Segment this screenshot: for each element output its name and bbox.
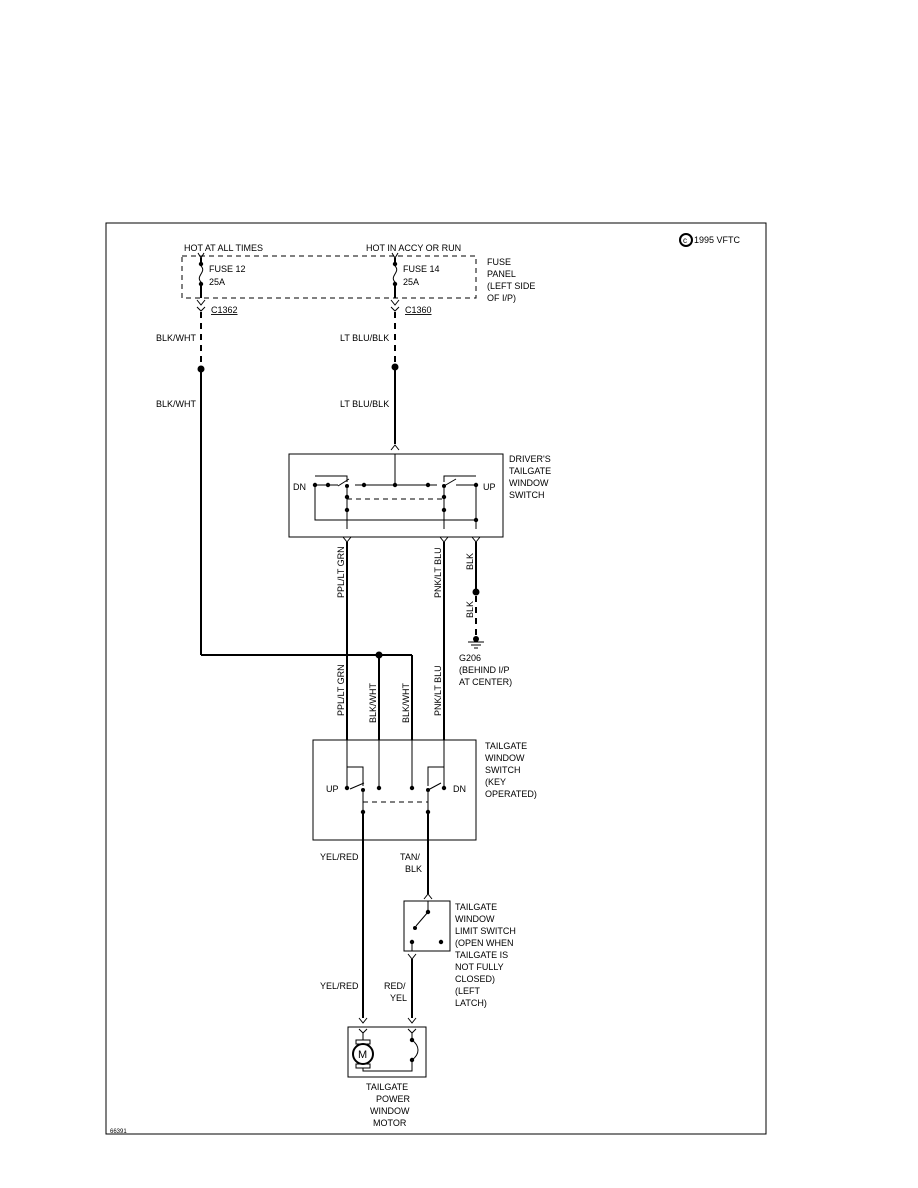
tailgate-switch-label-4: (KEY bbox=[485, 777, 506, 787]
fuse-panel-label-3: (LEFT SIDE bbox=[487, 281, 535, 291]
wire-label-red-yel-2: YEL bbox=[390, 993, 407, 1003]
copyright-mark: c 1995 VFTC bbox=[679, 233, 741, 247]
lt-blu-blk-feed-wire: LT BLU/BLK LT BLU/BLK bbox=[340, 312, 400, 451]
motor-label-1: TAILGATE bbox=[366, 1082, 408, 1092]
wire-label-blk-wht-branch-1: BLK/WHT bbox=[368, 682, 378, 723]
connector-c1360-label: C1360 bbox=[405, 305, 432, 315]
drivers-switch-label-2: TAILGATE bbox=[509, 466, 551, 476]
ground-label-2: (BEHIND I/P bbox=[459, 665, 510, 675]
fuse-14-name: FUSE 14 bbox=[403, 264, 440, 274]
tailgate-switch-label-3: SWITCH bbox=[485, 765, 521, 775]
tailgate-switch-label-5: OPERATED) bbox=[485, 789, 537, 799]
connector-c1362: C1362 bbox=[196, 299, 238, 315]
connector-c1360: C1360 bbox=[390, 299, 432, 315]
limit-switch-label-9: LATCH) bbox=[455, 998, 487, 1008]
connector-c1362-label: C1362 bbox=[211, 305, 238, 315]
wire-label-pnk-lt-blu-upper: PNK/LT BLU bbox=[433, 547, 443, 598]
fuse-12-rating: 25A bbox=[209, 277, 225, 287]
pnk-lt-blu-wire: PNK/LT BLU PNK/LT BLU bbox=[433, 542, 445, 740]
figure-id: 66391 bbox=[110, 1129, 127, 1135]
hot-at-all-times-label: HOT AT ALL TIMES bbox=[184, 243, 263, 253]
fuse-panel-label-4: OF I/P) bbox=[487, 293, 516, 303]
motor-box bbox=[347, 1026, 427, 1078]
limit-switch-label-2: WINDOW bbox=[455, 914, 495, 924]
motor-symbol: M bbox=[358, 1049, 367, 1061]
copyright-symbol-icon: c bbox=[683, 236, 687, 245]
motor-label-3: WINDOW bbox=[370, 1106, 410, 1116]
wire-label-blk-wht-branch-2: BLK/WHT bbox=[401, 682, 411, 723]
drivers-switch-connectors bbox=[342, 536, 481, 543]
drivers-switch-dn-label: DN bbox=[293, 482, 306, 492]
motor-label-2: POWER bbox=[376, 1094, 411, 1104]
wire-label-yel-red-upper: YEL/RED bbox=[320, 852, 359, 862]
tailgate-switch-dn-label: DN bbox=[453, 784, 466, 794]
drivers-switch-label-4: SWITCH bbox=[509, 490, 545, 500]
wire-label-blk-upper: BLK bbox=[465, 553, 475, 570]
fuse-panel-box bbox=[181, 255, 477, 299]
wire-label-blk-lower: BLK bbox=[465, 601, 475, 618]
fuse-panel-label-2: PANEL bbox=[487, 269, 516, 279]
wire-label-red-yel-1: RED/ bbox=[384, 981, 406, 991]
fuse-12: FUSE 12 25A bbox=[197, 252, 246, 298]
wire-label-ppl-lt-grn-lower: PPL/LT GRN bbox=[336, 664, 346, 716]
tailgate-switch-box bbox=[312, 739, 477, 841]
wire-label-tan-blk-2: BLK bbox=[405, 864, 422, 874]
limit-switch-label-7: CLOSED) bbox=[455, 974, 495, 984]
fuse-12-name: FUSE 12 bbox=[209, 264, 246, 274]
ground-label-1: G206 bbox=[459, 653, 481, 663]
limit-switch-label-8: (LEFT bbox=[455, 986, 481, 996]
motor-icon bbox=[352, 1043, 374, 1065]
limit-switch-label-3: LIMIT SWITCH bbox=[455, 926, 516, 936]
wire-label-lt-blu-blk-upper: LT BLU/BLK bbox=[340, 333, 389, 343]
copyright-text: 1995 VFTC bbox=[694, 235, 741, 245]
limit-switch-label-1: TAILGATE bbox=[455, 902, 497, 912]
wire-label-blk-wht-lower: BLK/WHT bbox=[156, 399, 197, 409]
drivers-switch-box bbox=[288, 453, 504, 538]
wire-label-tan-blk-1: TAN/ bbox=[400, 852, 420, 862]
blk-wht-branch-wires: BLK/WHT BLK/WHT bbox=[368, 655, 413, 740]
fuse-panel: HOT AT ALL TIMES HOT IN ACCY OR RUN FUSE… bbox=[181, 243, 535, 303]
wire-label-pnk-lt-blu-lower: PNK/LT BLU bbox=[433, 665, 443, 716]
blk-ground-wire: BLK BLK bbox=[465, 542, 480, 642]
red-yel-wire: RED/ YEL bbox=[384, 953, 417, 1024]
hot-in-accy-label: HOT IN ACCY OR RUN bbox=[366, 243, 461, 253]
limit-switch-box bbox=[403, 900, 451, 952]
limit-switch-label-6: NOT FULLY bbox=[455, 962, 504, 972]
ground-g206: G206 (BEHIND I/P AT CENTER) bbox=[459, 641, 512, 687]
ppl-lt-grn-wire: PPL/LT GRN PPL/LT GRN bbox=[336, 542, 348, 740]
tailgate-window-switch: TAILGATE WINDOW SWITCH (KEY OPERATED) UP… bbox=[312, 739, 537, 841]
drivers-switch-label-1: DRIVER'S bbox=[509, 454, 551, 464]
motor-label-4: MOTOR bbox=[373, 1118, 407, 1128]
drivers-switch-label-3: WINDOW bbox=[509, 478, 549, 488]
diagram-frame bbox=[105, 222, 767, 1135]
tan-blk-wire: TAN/ BLK bbox=[400, 812, 433, 900]
fuse-14: FUSE 14 25A bbox=[391, 252, 440, 298]
yel-red-wire: YEL/RED YEL/RED bbox=[320, 812, 368, 1024]
wire-label-ppl-lt-grn-upper: PPL/LT GRN bbox=[336, 546, 346, 598]
tailgate-power-window-motor: M TAILGATE POWER WINDOW MOTOR bbox=[347, 1026, 427, 1128]
blk-wht-feed-wire: BLK/WHT BLK/WHT bbox=[156, 312, 412, 659]
limit-switch-label-5: TAILGATE IS bbox=[455, 950, 508, 960]
tailgate-switch-up-label: UP bbox=[326, 784, 339, 794]
wire-label-yel-red-lower: YEL/RED bbox=[320, 981, 359, 991]
drivers-switch-up-label: UP bbox=[483, 482, 496, 492]
tailgate-switch-label-1: TAILGATE bbox=[485, 741, 527, 751]
tailgate-window-limit-switch: TAILGATE WINDOW LIMIT SWITCH (OPEN WHEN … bbox=[403, 900, 516, 1008]
fuse-14-rating: 25A bbox=[403, 277, 419, 287]
fuse-panel-label-1: FUSE bbox=[487, 257, 511, 267]
tailgate-switch-label-2: WINDOW bbox=[485, 753, 525, 763]
wire-label-lt-blu-blk-lower: LT BLU/BLK bbox=[340, 399, 389, 409]
limit-switch-label-4: (OPEN WHEN bbox=[455, 938, 514, 948]
drivers-tailgate-window-switch: DRIVER'S TAILGATE WINDOW SWITCH DN UP bbox=[288, 453, 551, 538]
wire-label-blk-wht-upper: BLK/WHT bbox=[156, 333, 197, 343]
ground-label-3: AT CENTER) bbox=[459, 677, 512, 687]
